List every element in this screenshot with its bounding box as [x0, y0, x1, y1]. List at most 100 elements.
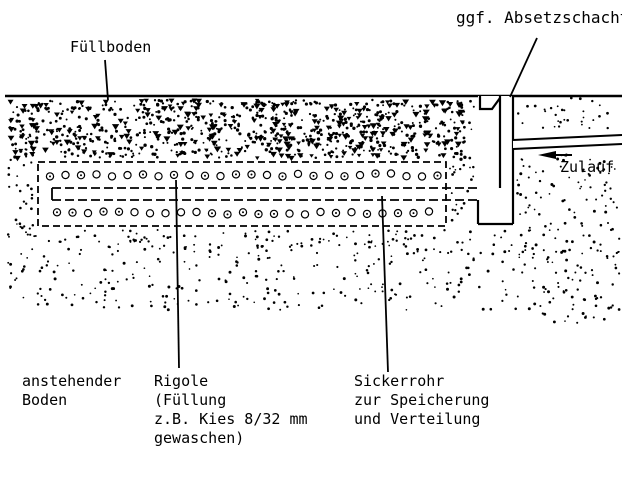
fill-dot	[74, 130, 77, 133]
fill-dot	[462, 140, 465, 144]
soil-dot	[254, 270, 258, 273]
soil-dot	[354, 272, 357, 275]
gravel-stone	[107, 172, 117, 181]
soil-dot	[514, 307, 517, 311]
fill-dot	[157, 110, 161, 114]
fill-grain	[206, 127, 213, 133]
fill-dot	[394, 152, 398, 156]
soil-dot	[612, 201, 615, 204]
soil-dot	[469, 166, 471, 169]
fill-dot	[130, 155, 134, 159]
soil-dot	[611, 304, 614, 307]
fill-grain	[225, 147, 232, 153]
fill-dot	[400, 102, 404, 106]
fill-grain	[107, 152, 115, 158]
soil-dot	[15, 277, 18, 280]
fill-dot	[138, 116, 141, 120]
fill-dot	[47, 110, 50, 113]
inflow-label: Zulauf	[560, 158, 615, 176]
fill-dot	[218, 116, 221, 119]
native-soil-label: anstehender Boden	[22, 372, 121, 410]
fill-dot	[288, 108, 292, 111]
soil-dot	[563, 109, 566, 112]
fill-dot	[213, 132, 217, 136]
soil-dot	[588, 127, 591, 129]
soil-dot	[228, 270, 232, 274]
soil-dot	[320, 304, 324, 307]
fill-grain	[284, 100, 290, 105]
soil-dot	[568, 176, 571, 179]
fill-dot	[139, 102, 143, 106]
fill-dot	[106, 146, 109, 149]
fill-grain	[161, 106, 168, 112]
fill-dot	[260, 114, 265, 118]
fill-grain	[167, 104, 173, 109]
soil-dot	[512, 268, 515, 271]
soil-dot	[161, 295, 165, 298]
soil-dot	[549, 222, 552, 225]
soil-dot	[272, 301, 276, 304]
soil-dot	[469, 238, 472, 241]
soil-dot	[30, 197, 34, 200]
soil-dot	[454, 209, 457, 212]
gravel-stone-core	[366, 212, 368, 215]
fill-grain	[379, 131, 387, 137]
fill-grain	[311, 119, 318, 125]
soil-dot	[147, 284, 151, 288]
gravel-stone-core	[281, 175, 284, 178]
soil-dot	[567, 276, 570, 280]
fill-grain	[280, 102, 285, 107]
fill-dot	[156, 102, 160, 106]
fill-dot	[251, 105, 255, 109]
soil-dot	[9, 262, 13, 266]
soil-dot	[472, 175, 475, 178]
soil-dot	[457, 283, 461, 287]
pipe-label: Sickerrohr zur Speicherung und Verteilun…	[354, 372, 489, 429]
fill-grain	[281, 122, 287, 127]
soil-dot	[273, 235, 275, 237]
soil-dot	[390, 260, 393, 264]
fill-grain	[385, 116, 392, 122]
fill-dot	[13, 155, 17, 159]
fill-dot	[74, 137, 78, 140]
gravel-stone	[185, 170, 194, 180]
fill-grain	[145, 108, 151, 113]
soil-dot	[20, 269, 24, 273]
fill-dot	[449, 118, 452, 121]
fill-dot	[263, 130, 267, 134]
soil-dot	[544, 224, 547, 228]
soil-dot	[528, 226, 531, 229]
fill-dot	[319, 118, 322, 121]
fill-dot	[143, 136, 146, 139]
soil-dot	[103, 294, 107, 297]
soil-dot	[508, 249, 511, 253]
soil-dot	[297, 304, 300, 307]
fill-dot	[459, 157, 463, 161]
soil-dot	[111, 253, 114, 256]
soil-dot	[338, 244, 341, 247]
soil-dot	[19, 206, 22, 210]
seepage-pipe	[51, 187, 478, 201]
soil-dot	[68, 262, 70, 265]
soil-dot	[260, 244, 264, 248]
fill-dot	[227, 152, 230, 155]
fill-dot	[170, 131, 174, 134]
fill-dot	[341, 155, 344, 158]
soil-dot	[339, 291, 343, 294]
soil-dot	[516, 179, 519, 181]
fill-dot	[375, 113, 379, 117]
soil-dot	[183, 247, 187, 251]
fill-grain	[42, 147, 49, 153]
fill-grain	[191, 99, 197, 104]
soil-dot	[501, 299, 504, 302]
fill-dot	[56, 130, 58, 133]
soil-dot	[67, 247, 70, 251]
soil-dot	[151, 283, 154, 287]
soil-dot	[521, 271, 524, 274]
soil-dot	[604, 204, 607, 207]
fill-dot	[24, 141, 28, 145]
fill-dot	[426, 120, 429, 123]
soil-dot	[187, 299, 190, 302]
fill-dot	[259, 135, 262, 138]
soil-dot	[31, 224, 35, 227]
